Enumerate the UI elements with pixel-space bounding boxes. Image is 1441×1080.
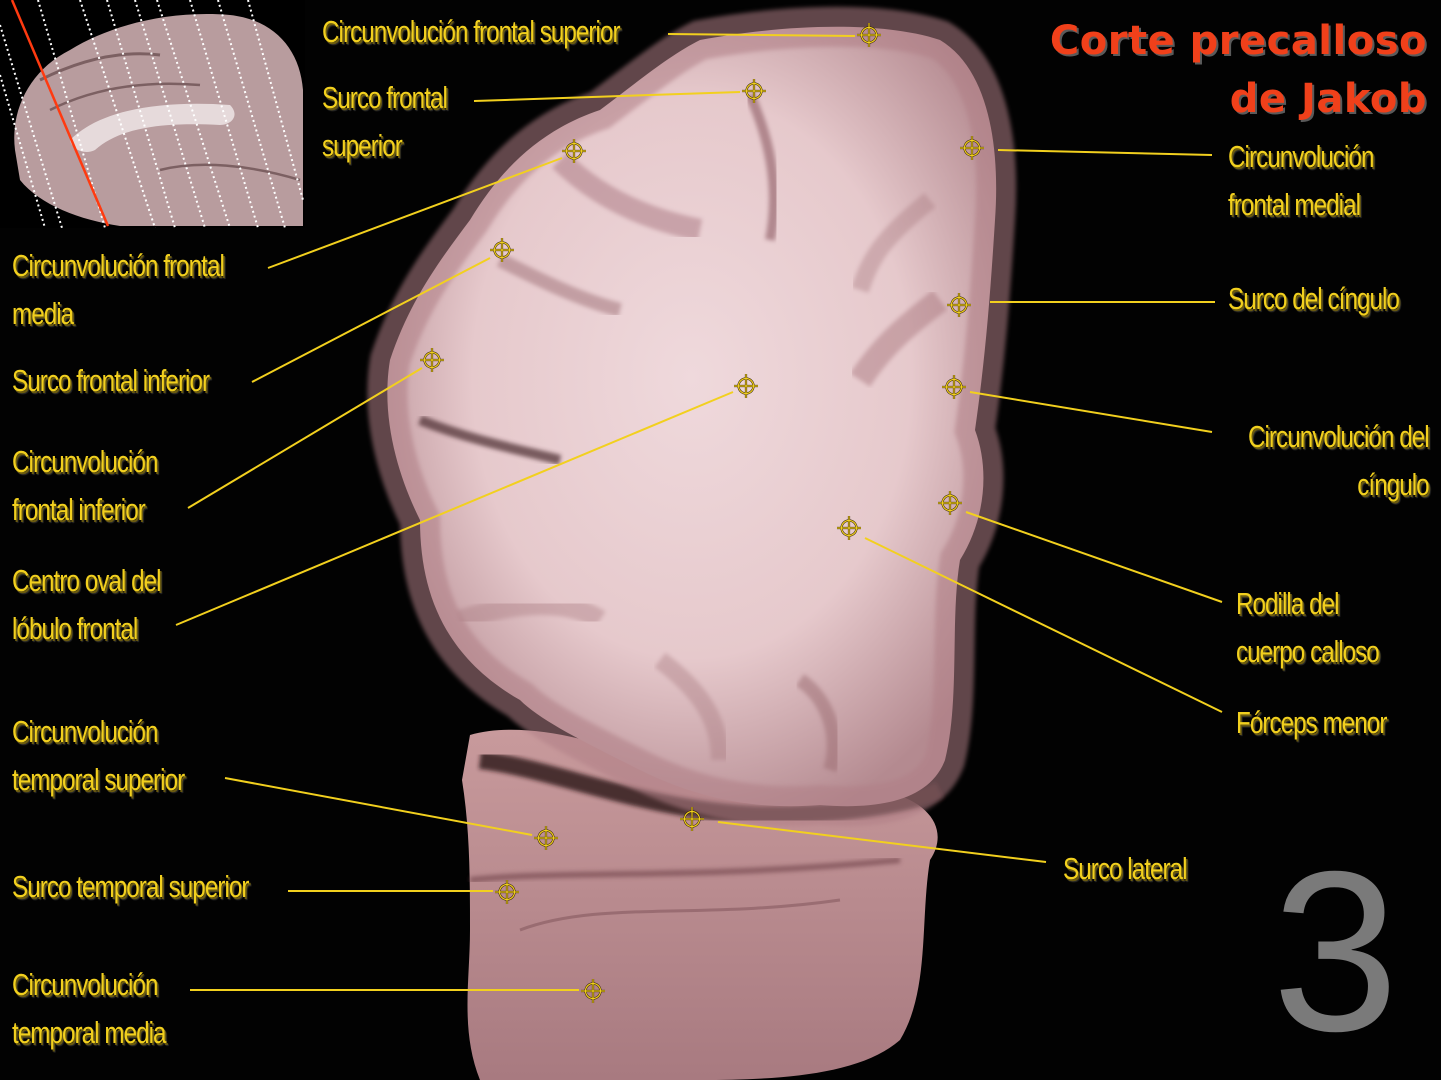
cut-plane-line [10,0,110,227]
sagittal-thumbnail-image [0,0,305,228]
label-centro-oval-lobulo-frontal: Centro oval del lóbulo frontal [12,563,162,646]
label-surco-frontal-superior: Surco frontal superior [322,80,448,163]
label-surco-frontal-inferior: Surco frontal inferior [12,363,210,398]
label-circunvolucion-frontal-media: Circunvolución frontal media [12,248,225,331]
label-circunvolucion-frontal-medial: Circunvolución frontal medial [1228,139,1374,222]
title-line-2: de Jakob [1229,76,1427,122]
slide-title: Corte precalloso de Jakob [1050,12,1427,128]
label-circunvolucion-del-cingulo: Circunvolución del cíngulo [1248,419,1430,502]
label-circunvolucion-frontal-inferior: Circunvolución frontal inferior [12,444,158,527]
label-surco-lateral: Surco lateral [1063,851,1188,886]
title-line-1: Corte precalloso [1049,18,1427,64]
label-circunvolucion-temporal-superior: Circunvolución temporal superior [12,714,185,797]
label-surco-del-cingulo: Surco del cíngulo [1228,281,1400,316]
label-rodilla-cuerpo-calloso: Rodilla del cuerpo calloso [1236,586,1380,669]
slide-number: 3 [1272,825,1399,1079]
label-forceps-menor: Fórceps menor [1236,705,1387,740]
label-circunvolucion-frontal-superior: Circunvolución frontal superior [322,14,621,49]
label-circunvolucion-temporal-media: Circunvolución temporal media [12,967,166,1050]
label-surco-temporal-superior: Surco temporal superior [12,869,249,904]
